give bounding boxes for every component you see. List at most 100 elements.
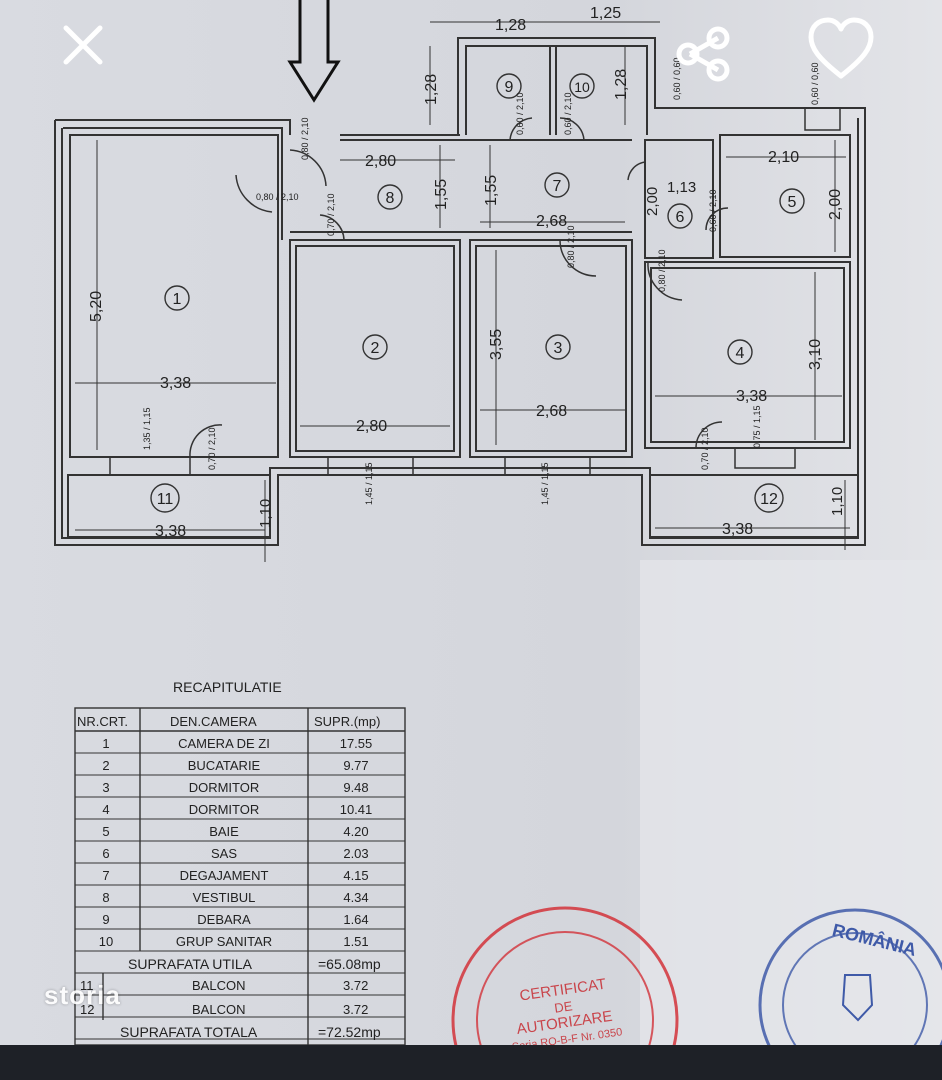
door-vestibule-label: 0,80 / 2,10 (256, 192, 299, 202)
dim-r12-height: 1,10 (829, 487, 846, 516)
entrance-arrow-icon (287, 0, 341, 103)
row-nr-4: 4 (102, 802, 109, 817)
dim-annex-3: 1,28 (423, 74, 440, 105)
door-balcony1-label: 0,70 / 2,10 (207, 427, 217, 470)
dim-r3-width: 2,68 (536, 403, 567, 420)
room-7-label: 7 (553, 178, 562, 195)
row-nr-6: 6 (102, 846, 109, 861)
row-nr-9: 9 (102, 912, 109, 927)
summary-table: RECAPITULATIE NR.CRT. DEN.CAMERA SUPR.(m… (74, 679, 406, 1045)
room-4-label: 4 (736, 345, 745, 362)
dim-r7-width: 2,68 (536, 213, 567, 230)
balcony-12-area: 3.72 (343, 1002, 368, 1017)
dim-r3-height: 3,55 (488, 329, 505, 360)
window-r3-label: 1,45 / 1,15 (540, 462, 550, 505)
row-room-name-3: DORMITOR (189, 780, 260, 795)
row-nr-1: 1 (102, 736, 109, 751)
room-8-label: 8 (386, 190, 395, 207)
room-11-label: 11 (157, 491, 174, 508)
dim-r8-height: 1,55 (433, 179, 450, 210)
dim-r12-width: 3,38 (722, 521, 753, 538)
door-kitchen-label: 0,70 / 2,10 (326, 193, 336, 236)
dim-r5-width: 2,10 (768, 149, 799, 166)
room-9-label: 9 (505, 79, 514, 96)
dim-annex-4: 1,28 (613, 69, 630, 100)
row-nr-3: 3 (102, 780, 109, 795)
window-r4-label: 0,75 / 1,15 (752, 405, 762, 448)
header-name: DEN.CAMERA (170, 714, 257, 729)
balcony-11-area: 3.72 (343, 978, 368, 993)
row-nr-2: 2 (102, 758, 109, 773)
dim-r4-height: 3,10 (807, 339, 824, 370)
row-area-1: 17.55 (340, 736, 373, 751)
heart-icon (808, 17, 874, 79)
row-nr-8: 8 (102, 890, 109, 905)
dim-r2-width: 2,80 (356, 418, 387, 435)
share-icon (676, 26, 730, 82)
room-5-label: 5 (788, 194, 797, 211)
dim-r8-width: 2,80 (365, 153, 396, 170)
dim-r4-width: 3,38 (736, 388, 767, 405)
row-nr-7: 7 (102, 868, 109, 883)
row-room-name-2: BUCATARIE (188, 758, 261, 773)
room-2-label: 2 (371, 340, 380, 357)
row-room-name-9: DEBARA (197, 912, 251, 927)
room-12-label: 12 (760, 491, 778, 508)
floor-plan-photo: 1,28 1,25 1,28 1,28 1 2 3 4 5 6 7 8 9 10… (0, 0, 942, 1045)
balcony-11-name: BALCON (192, 978, 245, 993)
row-room-name-7: DEGAJAMENT (180, 868, 269, 883)
door-top1-label: 0,60 / 0,60 (672, 57, 682, 100)
door-wc-label: 0,60 / 2,10 (563, 92, 573, 135)
row-area-4: 10.41 (340, 802, 373, 817)
row-area-2: 9.77 (343, 758, 368, 773)
row-area-5: 4.20 (343, 824, 368, 839)
row-room-name-1: CAMERA DE ZI (178, 736, 270, 751)
room-10-label: 10 (574, 79, 590, 95)
favorite-button[interactable] (806, 12, 876, 82)
close-icon (63, 25, 103, 65)
room-3-label: 3 (554, 340, 563, 357)
dim-r11-width: 3,38 (155, 523, 186, 540)
row-area-7: 4.15 (343, 868, 368, 883)
row-area-6: 2.03 (343, 846, 368, 861)
share-button[interactable] (668, 12, 738, 82)
row-room-name-6: SAS (211, 846, 237, 861)
row-room-name-5: BAIE (209, 824, 239, 839)
door-entry-label: 0,80 / 2,10 (300, 117, 310, 160)
header-nr: NR.CRT. (77, 714, 128, 729)
close-button[interactable] (50, 12, 120, 82)
photo-viewer: 1,28 1,25 1,28 1,28 1 2 3 4 5 6 7 8 9 10… (0, 0, 942, 1045)
dim-annex-1: 1,28 (495, 17, 526, 34)
window-r1-label: 1,35 / 1,15 (142, 407, 152, 450)
door-pantry-label: 0,60 / 2,10 (515, 92, 525, 135)
balcony-11-nr: 11 (80, 978, 94, 993)
room-6-label: 6 (676, 209, 685, 226)
row-nr-5: 5 (102, 824, 109, 839)
balcony-12-nr: 12 (80, 1002, 94, 1017)
floor-plan (54, 21, 866, 562)
dim-r5-height: 2,00 (827, 189, 844, 220)
door-top2-label: 0,60 / 0,60 (810, 62, 820, 105)
row-nr-10: 10 (99, 934, 113, 949)
dim-r7-height: 1,55 (483, 175, 500, 206)
summary-title: RECAPITULATIE (173, 679, 282, 695)
total-area-label: SUPRAFATA TOTALA (120, 1024, 258, 1040)
row-room-name-8: VESTIBUL (193, 890, 256, 905)
window-r2-label: 1,45 / 1,15 (364, 462, 374, 505)
row-area-3: 9.48 (343, 780, 368, 795)
dim-annex-2: 1,25 (590, 5, 621, 22)
useful-area-label: SUPRAFATA UTILA (128, 956, 253, 972)
row-area-8: 4.34 (343, 890, 368, 905)
row-area-10: 1.51 (343, 934, 368, 949)
row-area-9: 1.64 (343, 912, 368, 927)
dim-r1-width: 3,38 (160, 375, 191, 392)
storia-watermark: storia (44, 980, 121, 1010)
balcony-12-name: BALCON (192, 1002, 245, 1017)
svg-text:DE: DE (553, 998, 573, 1015)
door-bath-label: 0,60 / 2,10 (708, 189, 718, 232)
row-room-name-4: DORMITOR (189, 802, 260, 817)
door-bedroom4-label: 0,80 / 2,10 (657, 249, 667, 292)
header-area: SUPR.(mp) (314, 714, 380, 729)
row-room-name-10: GRUP SANITAR (176, 934, 272, 949)
dim-r6-height: 2,00 (644, 187, 661, 216)
